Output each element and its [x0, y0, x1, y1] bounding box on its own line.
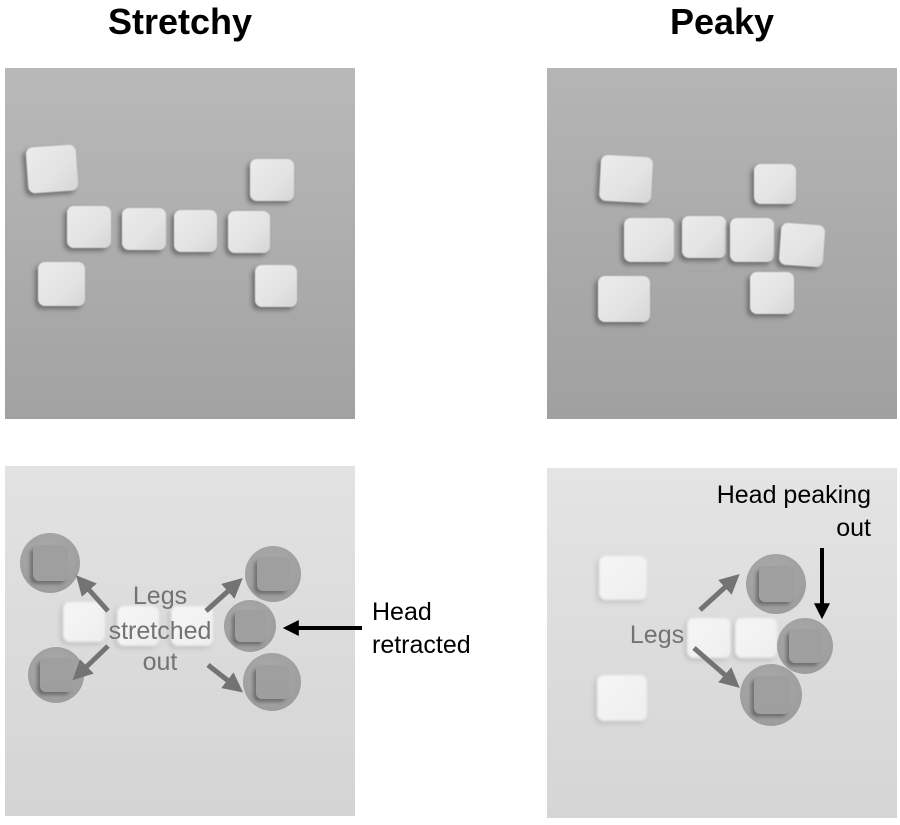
label-legs-stretched-line3: out [143, 648, 178, 676]
block [682, 216, 726, 258]
title-peaky: Peaky [669, 1, 775, 42]
block [228, 211, 270, 253]
label-head-retracted-line2: retracted [372, 631, 471, 659]
body-block [171, 606, 213, 646]
leg-block [753, 676, 790, 714]
label-legs-stretched-line2: stretched [109, 617, 212, 645]
arrow-legs-lower-right [206, 663, 244, 693]
arrow-legs-lower-left [72, 644, 110, 681]
block [122, 208, 166, 250]
head-block [789, 629, 822, 663]
block [67, 206, 111, 248]
title-stretchy: Stretchy [107, 1, 253, 42]
label-legs-peaky: Legs [630, 621, 684, 649]
leg-block [257, 557, 290, 591]
leg-block [40, 658, 73, 692]
annotated-peaky [547, 468, 897, 818]
label-head-peaking-line1: Head peaking [717, 481, 871, 509]
block [750, 272, 794, 314]
photo-peaky [547, 68, 897, 419]
leg-highlight-lower [740, 664, 802, 726]
leg-block [33, 545, 68, 581]
leg-block [759, 566, 794, 602]
leg-highlight-lower-right [243, 653, 301, 711]
body-block [63, 602, 105, 642]
block [754, 164, 796, 204]
arrow-legs-upper-right [204, 577, 243, 613]
block [598, 276, 650, 322]
leg-block [255, 664, 290, 700]
arrow-legs-upper-left [75, 575, 110, 613]
body-block [735, 618, 777, 658]
label-head-peaking-line2: out [836, 514, 871, 542]
label-head-retracted-line1: Head [372, 598, 432, 626]
body-block [597, 675, 647, 721]
leg-highlight-upper [746, 554, 806, 614]
block [174, 210, 217, 252]
photo-stretchy [5, 68, 355, 419]
block [624, 218, 674, 262]
block [38, 262, 85, 306]
arrow-legs-lower [692, 646, 740, 688]
body-block [117, 606, 159, 646]
block [730, 218, 774, 262]
block [255, 265, 297, 307]
head-highlight [224, 600, 276, 652]
body-block [599, 556, 647, 600]
head-block [235, 610, 266, 642]
leg-highlight-upper-right [245, 546, 301, 602]
leg-highlight-upper-left [20, 533, 80, 593]
arrow-legs-upper [698, 573, 740, 612]
label-legs-stretched-line1: Legs [133, 582, 187, 610]
head-highlight [777, 618, 833, 674]
block [250, 159, 294, 201]
